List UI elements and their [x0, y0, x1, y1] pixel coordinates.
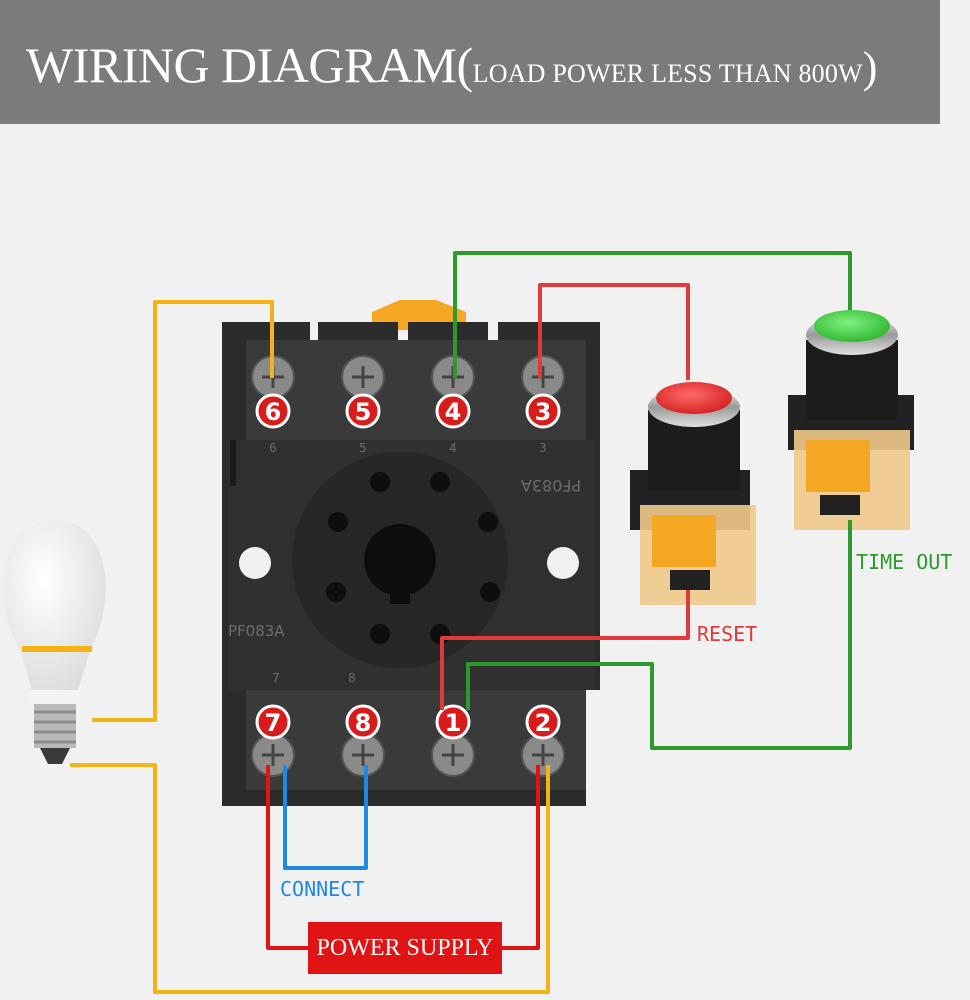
- timeout-wire-bottom: [466, 520, 852, 750]
- terminal-4-number: 4: [445, 398, 462, 426]
- terminal-6-badge: [255, 393, 291, 429]
- load-wire-bottom: [70, 763, 550, 994]
- red-push-button-icon: [630, 382, 756, 605]
- engraving-bottom-8: 8: [348, 671, 356, 685]
- timeout-wire-top: [453, 251, 852, 378]
- terminal-2-badge: [525, 704, 561, 740]
- reset-wire-bottom: [440, 590, 690, 710]
- terminal-6-number: 6: [265, 398, 282, 426]
- engraving-top-5: 5: [359, 441, 367, 455]
- load-wire-top: [92, 300, 274, 722]
- engraving-top-6: 6: [269, 441, 277, 455]
- title-banner: WIRING DIAGRAM(LOAD POWER LESS THAN 800W…: [0, 0, 940, 124]
- terminal-3-number: 3: [535, 398, 552, 426]
- terminal-3-badge: [525, 393, 561, 429]
- terminal-8-number: 8: [355, 709, 372, 737]
- screw-terminal-icon: [521, 733, 565, 777]
- terminal-8-badge: [345, 704, 381, 740]
- power-supply-box: POWER SUPPLY: [308, 922, 502, 974]
- screw-terminal-icon: [251, 733, 295, 777]
- screw-terminal-icon: [341, 733, 385, 777]
- title-main: WIRING DIAGRAM(: [26, 37, 473, 93]
- terminal-1-number: 1: [445, 709, 462, 737]
- page-title: WIRING DIAGRAM(LOAD POWER LESS THAN 800W…: [26, 36, 877, 94]
- terminal-5-number: 5: [355, 398, 372, 426]
- terminal-2-number: 2: [535, 709, 552, 737]
- engraving-top-3: 3: [539, 441, 547, 455]
- reset-wire-top: [538, 283, 690, 380]
- engraving-model-top: PF083A: [521, 476, 581, 495]
- terminal-7-number: 7: [265, 709, 282, 737]
- title-close: ): [862, 43, 878, 92]
- relay-socket-icon: [222, 300, 600, 806]
- engraving-bottom-7: 7: [272, 671, 280, 685]
- supply-wire-left: [266, 765, 308, 950]
- connect-wire: [283, 765, 368, 870]
- light-bulb-icon: [3, 520, 106, 764]
- green-push-button-icon: [788, 310, 914, 530]
- reset-label: RESET: [697, 622, 758, 646]
- terminal-7-badge: [255, 704, 291, 740]
- terminal-1-badge: [435, 704, 471, 740]
- engraving-top-4: 4: [449, 441, 457, 455]
- power-supply-label: POWER SUPPLY: [316, 934, 494, 961]
- terminal-4-badge: [435, 393, 471, 429]
- connect-label: CONNECT: [280, 877, 365, 901]
- screw-terminal-icon: [431, 733, 475, 777]
- engraving-model-side: PF083A: [228, 622, 285, 640]
- title-subtitle: LOAD POWER LESS THAN 800W: [472, 59, 863, 88]
- terminal-5-badge: [345, 393, 381, 429]
- supply-wire-right: [502, 765, 540, 950]
- time-out-label: TIME OUT: [856, 550, 953, 574]
- screw-terminal-icon: [341, 355, 385, 399]
- screw-terminal-icon: [521, 355, 565, 399]
